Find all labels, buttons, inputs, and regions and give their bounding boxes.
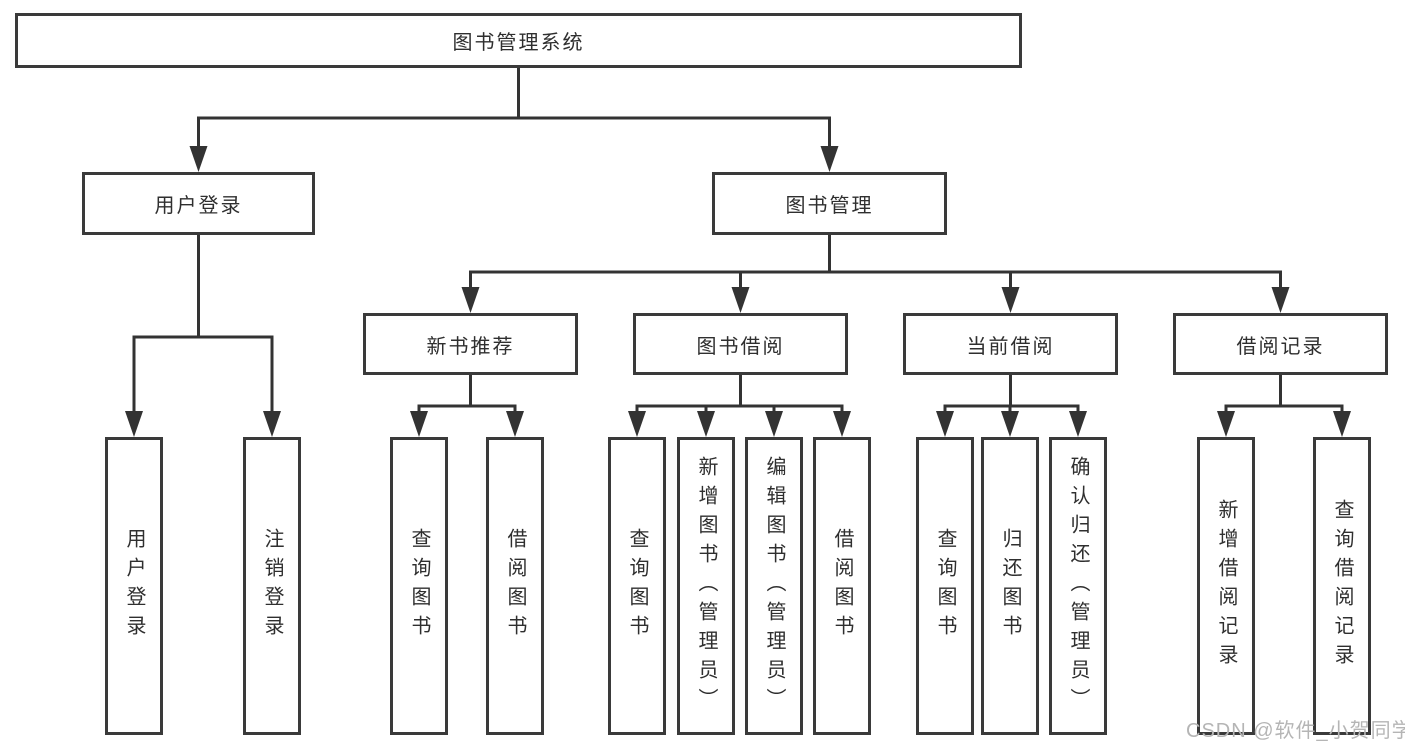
leaf-borrow-books-recommend-label: 借阅图书 xyxy=(504,528,526,644)
leaf-query-borrow-record: 查询借阅记录 xyxy=(1313,437,1371,735)
connector-borrow-records-to-leaves xyxy=(1217,375,1351,437)
leaf-confirm-return-admin: 确认归还（管理员） xyxy=(1049,437,1107,735)
leaf-return-books-label: 归还图书 xyxy=(999,528,1021,644)
leaf-query-books-current: 查询图书 xyxy=(916,437,974,735)
leaf-query-books-recommend: 查询图书 xyxy=(390,437,448,735)
leaf-query-books-current-label: 查询图书 xyxy=(934,528,956,644)
connector-book-borrow-to-leaves xyxy=(628,375,851,437)
connector-current-borrow-to-leaves xyxy=(936,375,1087,437)
leaf-query-books-borrow: 查询图书 xyxy=(608,437,666,735)
leaf-query-books-borrow-label: 查询图书 xyxy=(626,528,648,644)
node-root-label: 图书管理系统 xyxy=(452,32,585,54)
node-book-borrow-label: 图书借阅 xyxy=(696,335,785,358)
node-current-borrow-label: 当前借阅 xyxy=(966,335,1055,358)
connector-book-management-to-modules xyxy=(461,235,1290,313)
connector-root-to-branches xyxy=(189,68,839,172)
leaf-query-books-recommend-label: 查询图书 xyxy=(408,528,430,644)
leaf-logout: 注销登录 xyxy=(243,437,301,735)
leaf-add-books-admin: 新增图书（管理员） xyxy=(677,437,735,735)
connector-user-login-to-leaves xyxy=(125,235,281,437)
node-book-borrow: 图书借阅 xyxy=(633,313,848,375)
node-current-borrow: 当前借阅 xyxy=(903,313,1118,375)
node-root: 图书管理系统 xyxy=(15,13,1022,68)
leaf-return-books: 归还图书 xyxy=(981,437,1039,735)
leaf-borrow-books-label: 借阅图书 xyxy=(831,528,853,644)
leaf-add-books-admin-label: 新增图书（管理员） xyxy=(695,455,717,717)
node-borrow-records-label: 借阅记录 xyxy=(1236,335,1325,358)
leaf-confirm-return-admin-label: 确认归还（管理员） xyxy=(1067,455,1089,717)
connector-new-book-to-leaves xyxy=(410,375,524,437)
leaf-edit-books-admin-label: 编辑图书（管理员） xyxy=(763,455,785,717)
leaf-borrow-books: 借阅图书 xyxy=(813,437,871,735)
watermark: CSDN @软件_小贺同学 xyxy=(1186,720,1405,742)
node-new-book-recommend: 新书推荐 xyxy=(363,313,578,375)
leaf-query-borrow-record-label: 查询借阅记录 xyxy=(1331,499,1353,673)
node-borrow-records: 借阅记录 xyxy=(1173,313,1388,375)
node-user-login-label: 用户登录 xyxy=(154,195,243,217)
leaf-user-login: 用户登录 xyxy=(105,437,163,735)
leaf-add-borrow-record-label: 新增借阅记录 xyxy=(1215,499,1237,673)
leaf-user-login-label: 用户登录 xyxy=(123,528,145,644)
node-new-book-recommend-label: 新书推荐 xyxy=(426,335,515,358)
leaf-add-borrow-record: 新增借阅记录 xyxy=(1197,437,1255,735)
leaf-borrow-books-recommend: 借阅图书 xyxy=(486,437,544,735)
node-user-login: 用户登录 xyxy=(82,172,315,235)
node-book-management-label: 图书管理 xyxy=(785,195,874,217)
leaf-edit-books-admin: 编辑图书（管理员） xyxy=(745,437,803,735)
leaf-logout-label: 注销登录 xyxy=(261,528,283,644)
node-book-management: 图书管理 xyxy=(712,172,947,235)
